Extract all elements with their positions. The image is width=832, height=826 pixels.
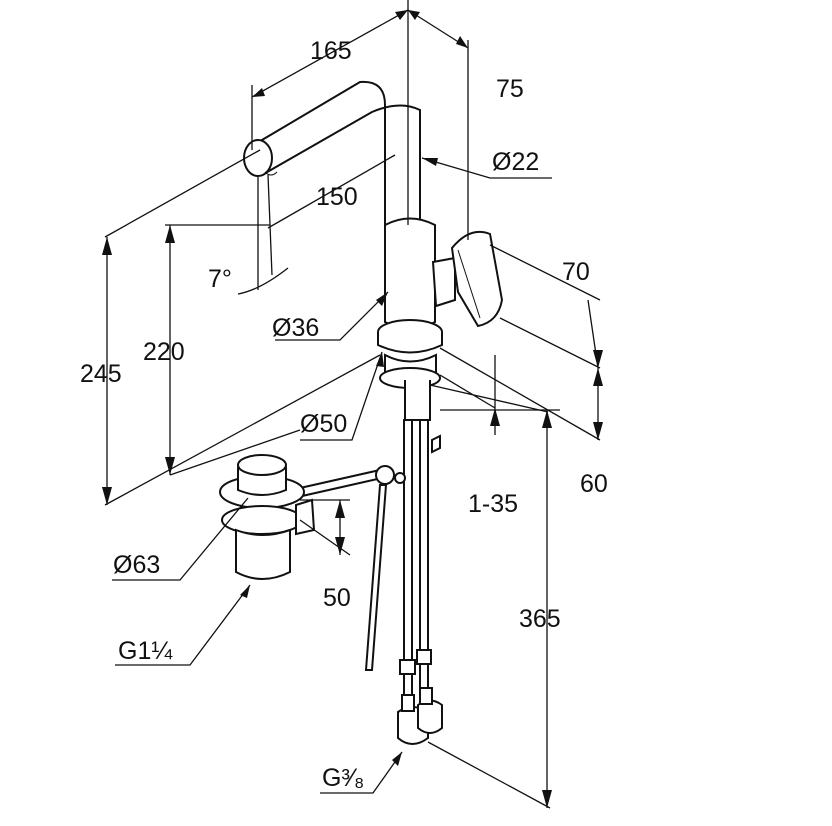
- dimension-lines: [104, 0, 601, 809]
- dim-1-35: 1-35: [468, 490, 518, 518]
- dim-165: 165: [310, 37, 352, 65]
- dim-d50: Ø50: [300, 410, 347, 438]
- popup-rod: [298, 465, 406, 671]
- dim-7deg: 7°: [208, 265, 232, 293]
- dim-d63: Ø63: [113, 551, 160, 579]
- dim-70: 70: [562, 258, 590, 286]
- dim-220: 220: [143, 338, 185, 366]
- dim-75: 75: [496, 75, 524, 103]
- faucet-spout: [243, 80, 421, 226]
- dimension-arrows: [102, 10, 603, 808]
- thread-g1-1-4: G1¼: [118, 637, 173, 665]
- dim-245: 245: [80, 360, 122, 388]
- thread-g3-8: G³⁄₈: [322, 764, 364, 792]
- popup-drain: [219, 454, 316, 580]
- dim-60: 60: [580, 470, 608, 498]
- faucet-handle: [450, 230, 504, 328]
- dim-365: 365: [519, 605, 561, 633]
- faucet-body: [384, 217, 456, 330]
- faucet-base: [377, 319, 443, 421]
- supply-hoses: [397, 419, 443, 745]
- dim-50: 50: [323, 584, 351, 612]
- dimension-labels: 165 75 Ø22 150 7° 70 Ø36 220 245 Ø50 60 …: [80, 37, 608, 792]
- dim-d36: Ø36: [272, 314, 319, 342]
- dim-150: 150: [316, 183, 358, 211]
- dim-d22: Ø22: [492, 148, 539, 176]
